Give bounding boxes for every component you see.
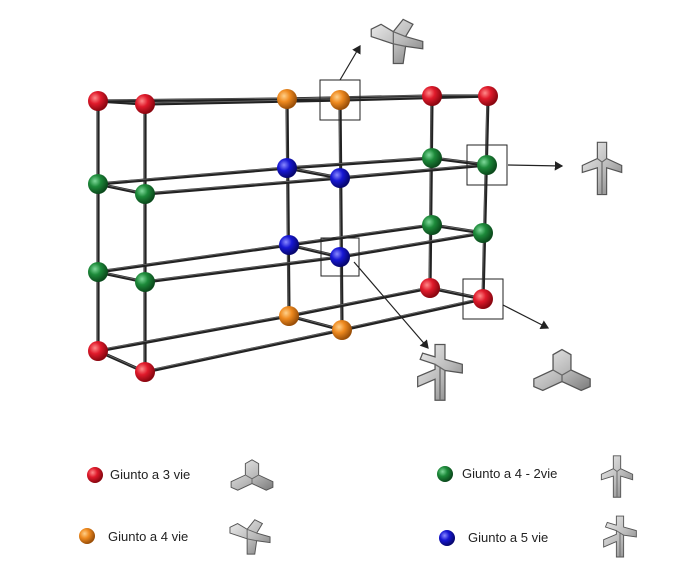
legend-label-five-way: Giunto a 5 vie xyxy=(468,530,549,545)
frame-rod-highlight xyxy=(97,243,289,272)
frame-rod-highlight xyxy=(144,328,342,372)
joint-sphere-red xyxy=(478,86,498,106)
frame-rod xyxy=(143,328,344,374)
frame-rod-highlight xyxy=(481,95,488,299)
joint-sphere-orange xyxy=(332,320,352,340)
callout-arrow xyxy=(339,44,361,81)
legend-marker-five-way xyxy=(439,530,455,546)
five-way-connector-icon xyxy=(417,343,463,401)
highlight-box xyxy=(466,144,508,186)
frame-rod-highlight xyxy=(144,255,340,282)
joint-sphere-green xyxy=(135,272,155,292)
three-way-connector-icon xyxy=(230,459,274,491)
frame-rod xyxy=(143,176,342,196)
frame-rod-highlight xyxy=(338,99,342,330)
joint-sphere-red xyxy=(135,94,155,114)
frame-rod-highlight xyxy=(97,166,287,184)
joint-sphere-blue xyxy=(279,235,299,255)
highlight-box xyxy=(320,237,360,277)
four-two-way-connector-icon xyxy=(600,455,634,498)
joint-sphere-red xyxy=(88,91,108,111)
frame-rod-highlight xyxy=(288,223,432,245)
frame-rod-highlight xyxy=(428,95,432,288)
frame-rod xyxy=(287,223,434,247)
frame-rod xyxy=(338,231,485,259)
joint-sphere-green xyxy=(473,223,493,243)
joint-sphere-orange xyxy=(277,89,297,109)
joint-sphere-red xyxy=(422,86,442,106)
frame-rod xyxy=(287,286,432,318)
legend-marker-three-way xyxy=(87,467,103,483)
frame-rod xyxy=(340,297,485,332)
frame-rod-highlight xyxy=(97,97,287,101)
four-way-connector-icon xyxy=(370,18,424,65)
four-two-way-connector-icon xyxy=(581,141,623,196)
frame-rod xyxy=(96,166,289,186)
frame-rod xyxy=(338,163,489,180)
joint-sphere-green xyxy=(477,155,497,175)
joint-sphere-green xyxy=(135,184,155,204)
joint-sphere-orange xyxy=(279,306,299,326)
joint-sphere-blue xyxy=(330,168,350,188)
frame-rod xyxy=(285,97,291,318)
joint-sphere-green xyxy=(422,148,442,168)
three-way-connector-icon xyxy=(533,348,591,392)
legend-marker-four-two-way xyxy=(437,466,453,482)
callout-arrows xyxy=(339,44,564,349)
callout-arrow xyxy=(353,261,429,349)
legend-label-four-two-way: Giunto a 4 - 2vie xyxy=(462,466,558,481)
frame-rod-highlight xyxy=(97,314,289,351)
joint-sphere-red xyxy=(473,289,493,309)
joint-sphere-red xyxy=(88,341,108,361)
frame-rod xyxy=(143,255,342,284)
frame-rod-highlight xyxy=(286,94,432,99)
legend-label-three-way: Giunto a 3 vie xyxy=(110,467,191,482)
frame-rod-highlight xyxy=(144,176,340,194)
four-way-connector-icon xyxy=(229,519,271,555)
joint-sphere-blue xyxy=(277,158,297,178)
frame-rod-highlight xyxy=(339,163,487,178)
five-way-connector-icon xyxy=(603,515,637,558)
frame-rod-highlight xyxy=(285,98,289,316)
joint-sphere-blue xyxy=(330,247,350,267)
frame-rod xyxy=(285,156,434,170)
highlight-box xyxy=(462,278,504,320)
legend-label-four-way: Giunto a 4 vie xyxy=(108,529,189,544)
callout-arrow xyxy=(507,161,564,171)
joint-sphere-green xyxy=(88,262,108,282)
frame-rod xyxy=(96,97,289,103)
frame-rod xyxy=(96,243,291,274)
joint-sphere-green xyxy=(88,174,108,194)
highlight-boxes xyxy=(319,79,508,320)
joint-sphere-orange xyxy=(330,90,350,110)
legend-marker-four-way xyxy=(79,528,95,544)
frame-rod-highlight xyxy=(286,156,432,168)
frame-rod xyxy=(481,94,490,301)
frame-rod xyxy=(428,94,434,290)
frame-rod xyxy=(338,98,344,332)
frame-rod xyxy=(96,314,291,353)
callout-arrow xyxy=(502,304,550,329)
frame-rod-highlight xyxy=(341,297,483,330)
frame-rod-highlight xyxy=(288,286,430,316)
joint-sphere-red xyxy=(135,362,155,382)
frame-rod-highlight xyxy=(339,231,483,257)
joint-sphere-green xyxy=(422,215,442,235)
joint-sphere-red xyxy=(420,278,440,298)
joint-spheres xyxy=(88,86,498,382)
